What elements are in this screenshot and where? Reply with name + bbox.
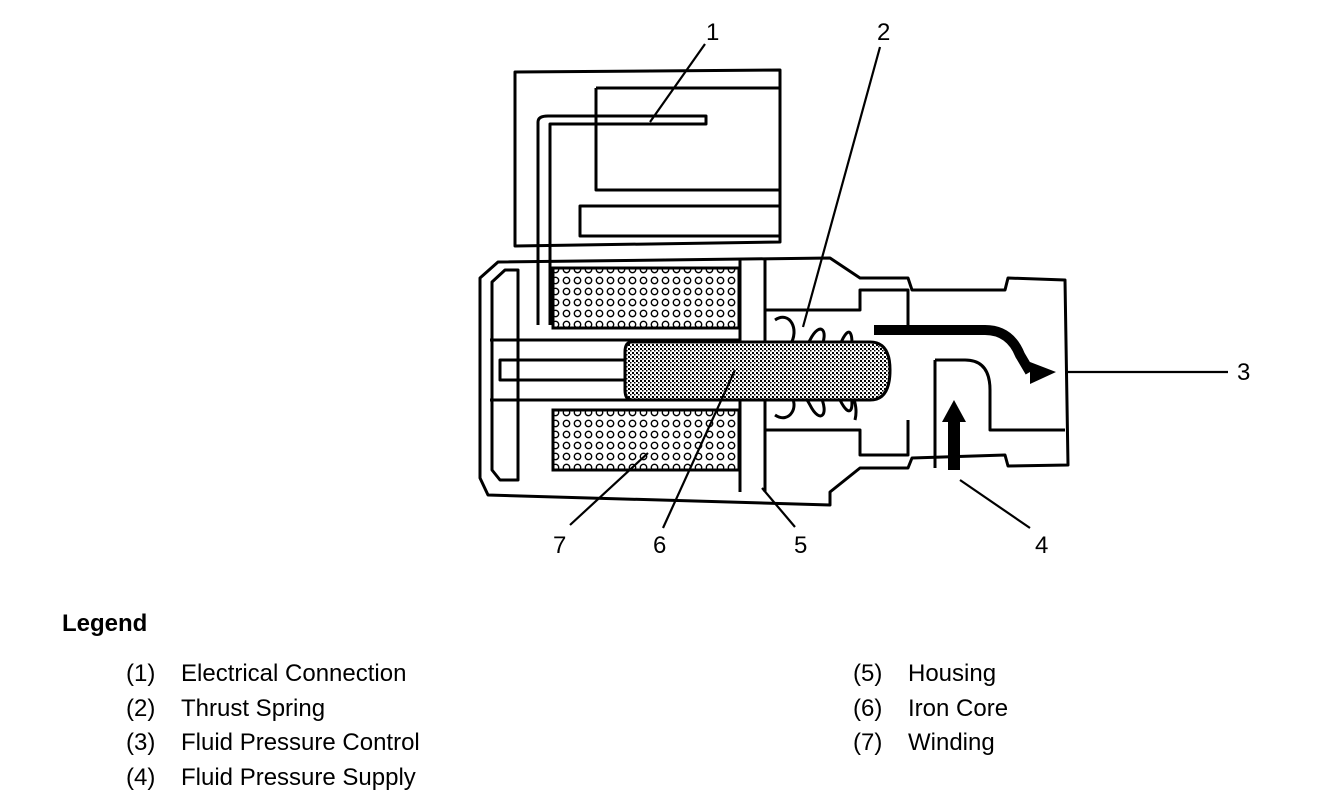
legend-item-3: (3)Fluid Pressure Control [126, 729, 420, 764]
supply-flow-arrow-head [942, 400, 966, 422]
winding-lower [553, 410, 739, 470]
legend-item-4: (4)Fluid Pressure Supply [126, 764, 420, 798]
housing-inner [492, 270, 518, 480]
callout-6: 6 [653, 532, 666, 559]
legend-column-left: (1)Electrical Connection (2)Thrust Sprin… [126, 660, 420, 798]
legend-number: (6) [853, 695, 908, 730]
housing-step-bot [765, 420, 908, 455]
legend-number: (1) [126, 660, 181, 695]
connector-shell [515, 70, 780, 246]
legend-label: Fluid Pressure Control [181, 729, 420, 764]
control-flow-arrow-head [1030, 362, 1056, 384]
callout-4: 4 [1035, 532, 1048, 559]
legend-item-5: (5)Housing [853, 660, 1008, 695]
leader-1 [650, 44, 705, 122]
legend-label: Winding [908, 729, 995, 764]
callout-7: 7 [553, 532, 566, 559]
winding-upper [553, 268, 739, 328]
legend-item-1: (1)Electrical Connection [126, 660, 420, 695]
iron-core [625, 342, 890, 400]
legend-number: (4) [126, 764, 181, 798]
housing-step-top [765, 290, 908, 330]
legend-label: Electrical Connection [181, 660, 406, 695]
leader-4 [960, 480, 1030, 528]
connector-lower-slot [580, 206, 780, 236]
legend-item-7: (7)Winding [853, 729, 1008, 764]
legend-number: (3) [126, 729, 181, 764]
legend-label: Fluid Pressure Supply [181, 764, 416, 798]
legend-number: (5) [853, 660, 908, 695]
callout-5: 5 [794, 532, 807, 559]
control-flow-arrow [874, 330, 1030, 372]
legend-label: Thrust Spring [181, 695, 325, 730]
callout-1: 1 [706, 19, 719, 46]
leader-2 [803, 47, 880, 327]
legend-label: Iron Core [908, 695, 1008, 730]
legend-item-2: (2)Thrust Spring [126, 695, 420, 730]
legend-number: (7) [853, 729, 908, 764]
legend-number: (2) [126, 695, 181, 730]
callout-3: 3 [1237, 359, 1250, 386]
supply-flow-arrow [948, 420, 960, 470]
legend-title: Legend [62, 610, 147, 638]
connector-slot [596, 88, 780, 190]
legend-column-right: (5)Housing (6)Iron Core (7)Winding [853, 660, 1008, 764]
legend-label: Housing [908, 660, 996, 695]
solenoid-diagram: 1 2 3 4 5 6 7 [0, 0, 1328, 600]
legend-item-6: (6)Iron Core [853, 695, 1008, 730]
callout-2: 2 [877, 19, 890, 46]
leader-5 [762, 488, 795, 527]
